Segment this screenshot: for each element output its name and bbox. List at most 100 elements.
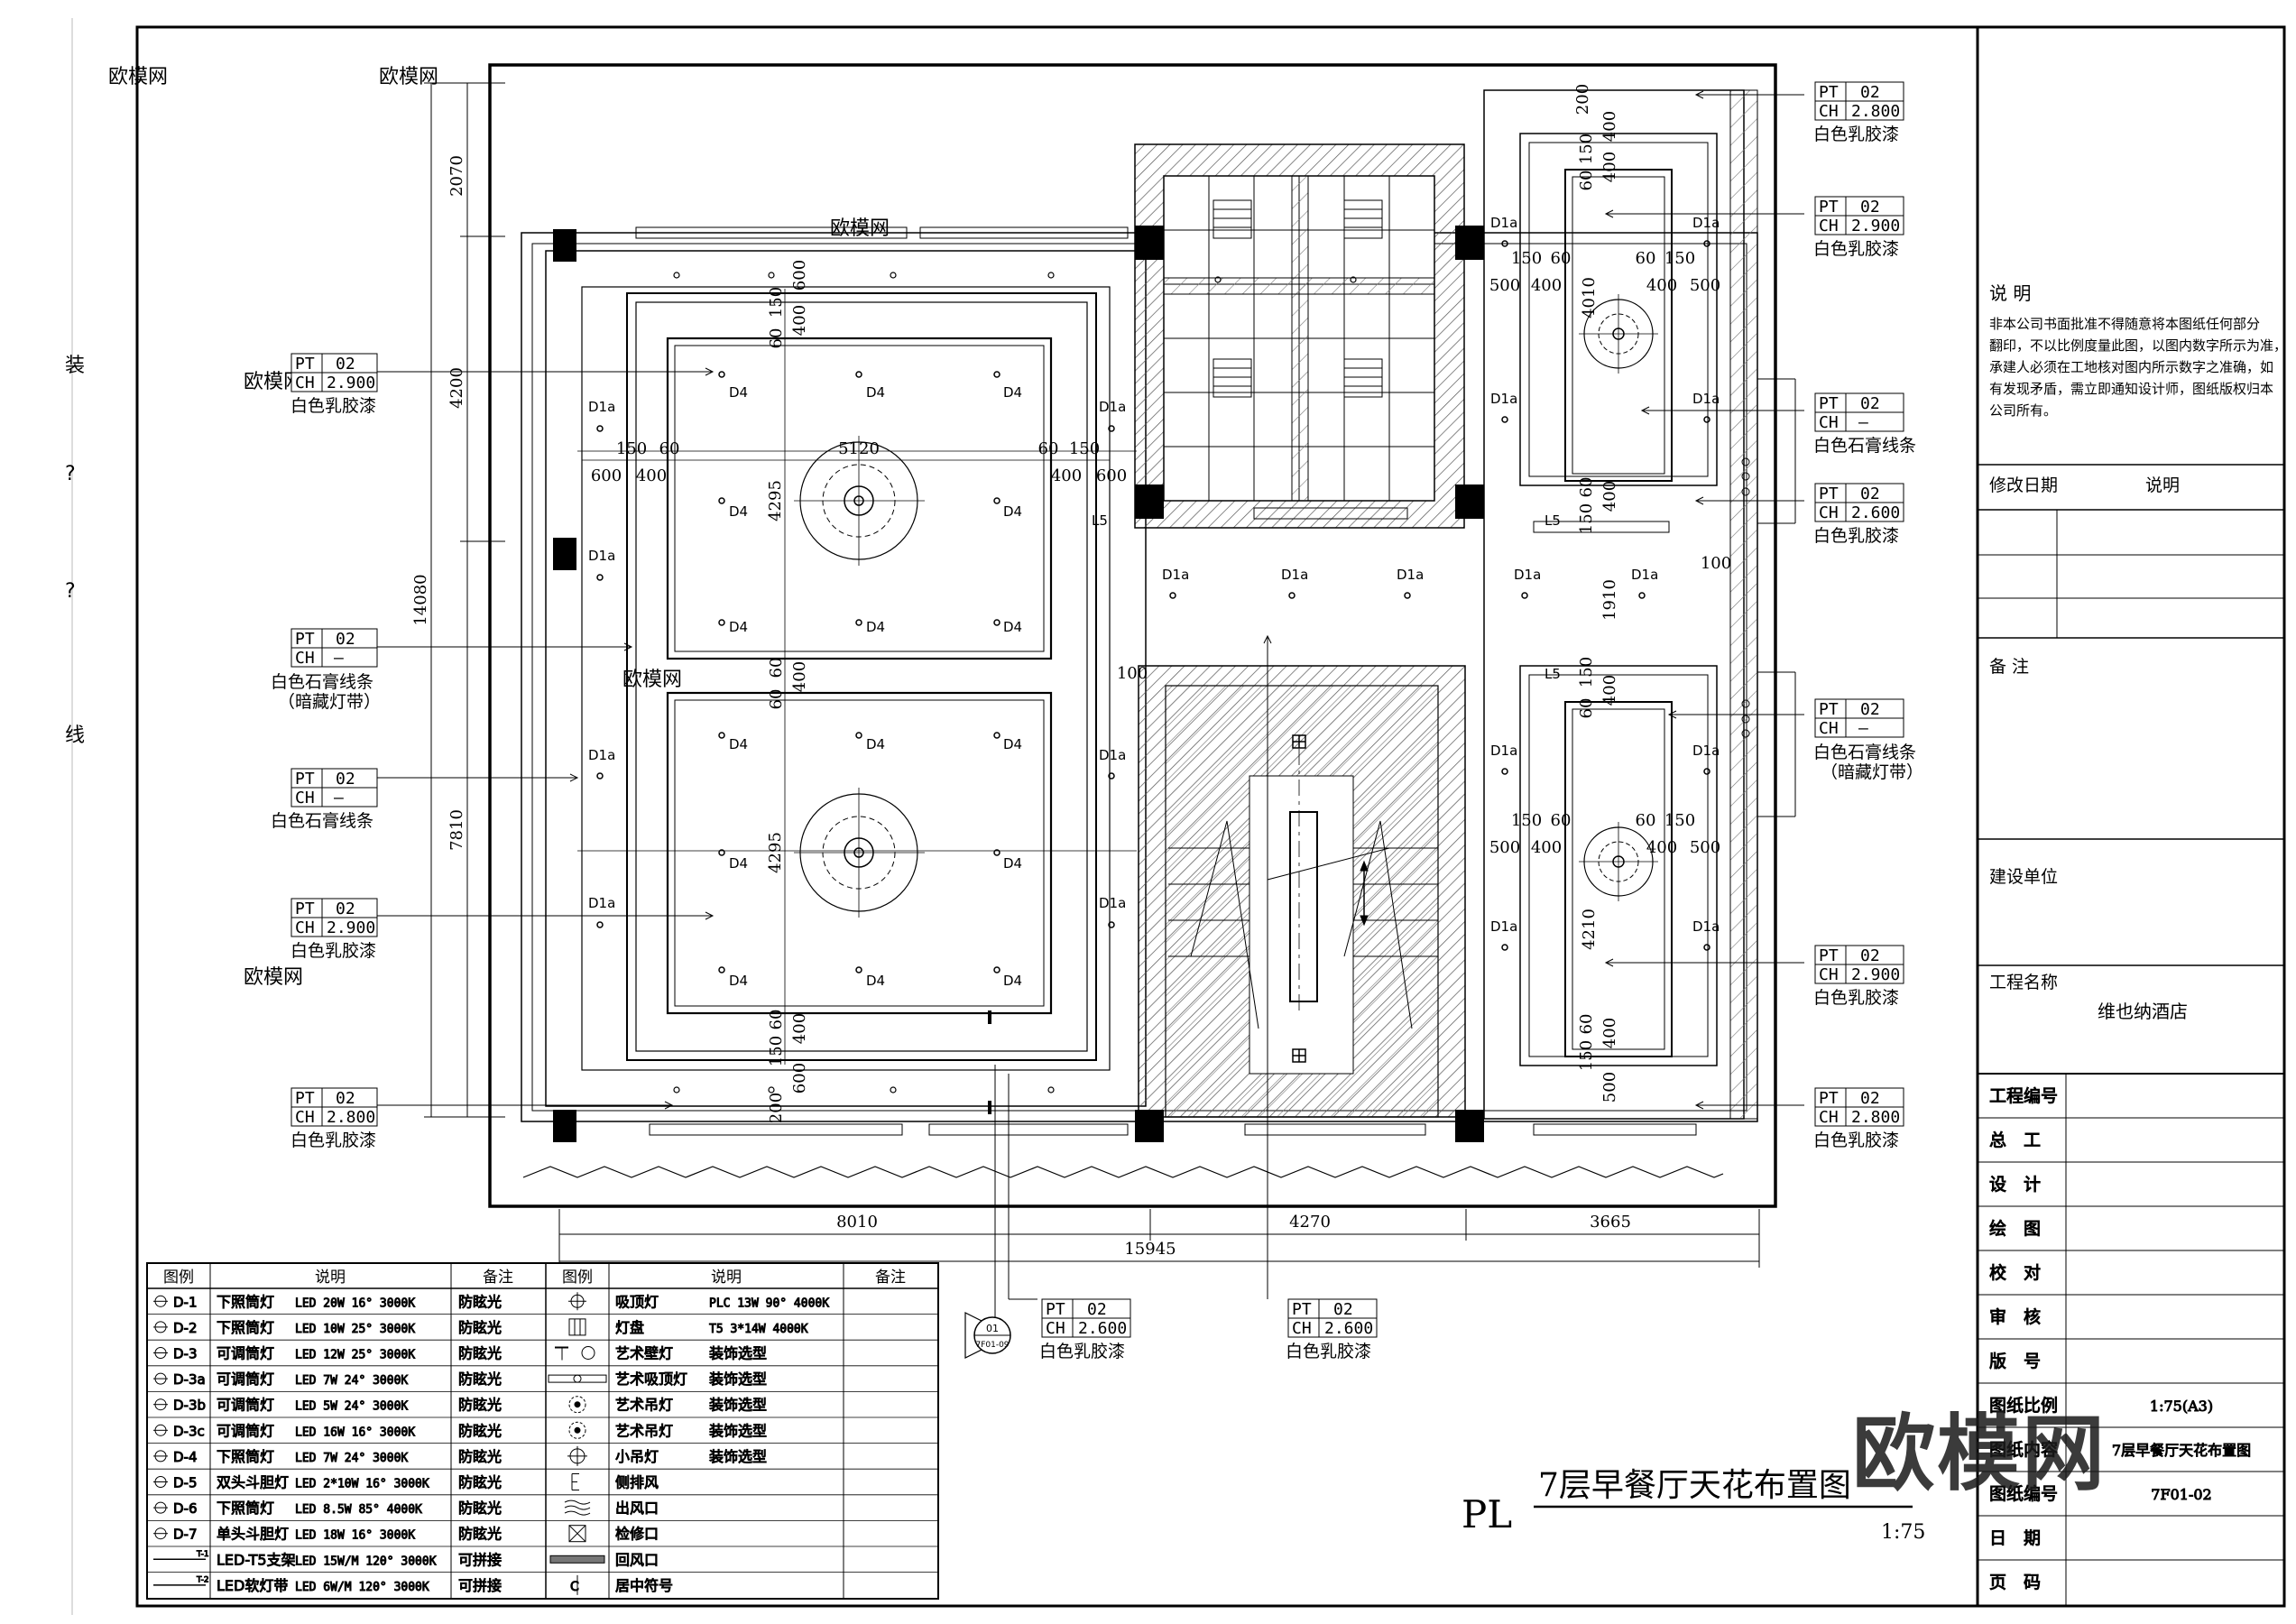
svg-text:60: 60 <box>1636 249 1656 268</box>
svg-text:D-3b: D-3b <box>173 1398 206 1414</box>
svg-text:CH: CH <box>295 789 315 807</box>
title-block-row: 日 期 <box>1989 1528 2042 1549</box>
svg-text:CH: CH <box>1819 102 1839 121</box>
svg-text:PT: PT <box>1819 700 1839 719</box>
svg-text:7F01-09: 7F01-09 <box>975 1341 1009 1350</box>
svg-text:页 码: 页 码 <box>1989 1573 2041 1592</box>
svg-text:D1a: D1a <box>1490 215 1517 231</box>
svg-text:PT: PT <box>1292 1300 1312 1319</box>
svg-text:欧模网: 欧模网 <box>244 966 303 989</box>
svg-text:说明: 说明 <box>2145 475 2180 495</box>
margin-mark: 线 <box>65 724 85 747</box>
margin-mark: ? <box>65 463 76 485</box>
svg-text:PT: PT <box>295 1089 315 1108</box>
svg-text:欧模网: 欧模网 <box>379 66 438 88</box>
svg-text:（暗藏灯带）: （暗藏灯带） <box>1821 762 1923 782</box>
svg-text:可调筒灯: 可调筒灯 <box>217 1345 274 1362</box>
d1a-fixture: D1a <box>1099 399 1126 432</box>
svg-text:100: 100 <box>1117 664 1148 683</box>
d1a-fixture: D1a <box>1692 215 1720 247</box>
room-d <box>1138 665 1466 1118</box>
svg-text:说明: 说明 <box>711 1269 742 1287</box>
svg-text:绘 图: 绘 图 <box>1989 1219 2041 1239</box>
svg-text:—: — <box>1858 719 1868 738</box>
svg-text:PT: PT <box>1819 1089 1839 1108</box>
d1a-fixture: D1a <box>588 747 615 780</box>
svg-text:02: 02 <box>1860 484 1880 503</box>
svg-text:400: 400 <box>1600 481 1619 512</box>
svg-text:02: 02 <box>336 630 355 649</box>
legend-row: 出风口 <box>564 1499 659 1518</box>
d1a-fixture: D1a <box>1397 567 1424 599</box>
svg-text:图纸比例: 图纸比例 <box>1989 1396 2058 1416</box>
svg-text:02: 02 <box>1860 198 1880 217</box>
svg-text:下照筒灯: 下照筒灯 <box>217 1499 274 1517</box>
svg-text:白色乳胶漆: 白色乳胶漆 <box>290 1130 376 1150</box>
title-block-row: 工程编号 <box>1989 1086 2059 1107</box>
legend-row: 侧排风 <box>571 1473 659 1491</box>
svg-text:60: 60 <box>1551 811 1572 830</box>
svg-text:欧模网: 欧模网 <box>830 217 890 240</box>
margin-mark: 装 <box>65 355 85 377</box>
d1a-fixture: D1a <box>1490 918 1517 951</box>
notes-heading: 说 明 <box>1989 282 2031 304</box>
svg-text:防眩光: 防眩光 <box>458 1293 502 1310</box>
svg-text:100: 100 <box>1701 554 1731 573</box>
svg-text:D1a: D1a <box>1692 918 1720 935</box>
d1a-fixture: D1a <box>588 895 615 928</box>
svg-text:白色乳胶漆: 白色乳胶漆 <box>1286 1342 1371 1361</box>
svg-text:装饰选型: 装饰选型 <box>709 1345 767 1362</box>
svg-text:D1a: D1a <box>588 399 615 415</box>
svg-text:单头斗胆灯: 单头斗胆灯 <box>217 1526 289 1543</box>
d1a-fixture: D1a <box>588 399 615 432</box>
dim-left: 14080 <box>411 574 430 625</box>
svg-text:CH: CH <box>1819 217 1839 235</box>
svg-text:艺术吊灯: 艺术吊灯 <box>615 1422 673 1439</box>
svg-text:防眩光: 防眩光 <box>458 1526 502 1543</box>
svg-text:LED 10W 25° 3000K: LED 10W 25° 3000K <box>295 1323 415 1336</box>
svg-text:01: 01 <box>986 1323 999 1334</box>
d1a-fixture: D1a <box>1490 391 1517 423</box>
svg-text:建设单位: 建设单位 <box>1989 867 2058 887</box>
svg-text:150: 150 <box>1577 503 1596 534</box>
drawing-title: PL 7层早餐厅天花布置图 1:75 <box>1462 1467 1925 1544</box>
d1a-fixture: D1a <box>1631 567 1658 599</box>
svg-text:D1a: D1a <box>1514 567 1541 583</box>
svg-text:白色乳胶漆: 白色乳胶漆 <box>1039 1342 1125 1361</box>
svg-text:装饰选型: 装饰选型 <box>709 1397 767 1414</box>
d4-fixture: D4 <box>855 619 885 635</box>
d4-fixture: D4 <box>993 966 1022 989</box>
svg-text:2.800: 2.800 <box>1851 102 1900 121</box>
legend-row: 艺术吊灯装饰选型 <box>568 1421 768 1440</box>
svg-text:02: 02 <box>1087 1300 1107 1319</box>
margin-mark: ? <box>65 580 76 603</box>
svg-text:D1a: D1a <box>1099 399 1126 415</box>
svg-text:D1a: D1a <box>1692 215 1720 231</box>
svg-text:400: 400 <box>790 661 809 692</box>
watermark-logo: 欧模网 <box>1851 1406 2107 1502</box>
legend-row: 检修口 <box>568 1525 659 1543</box>
callout-leaders <box>377 90 1804 1300</box>
svg-text:400: 400 <box>1600 1018 1619 1048</box>
svg-text:150: 150 <box>767 287 786 318</box>
svg-text:PT: PT <box>295 630 315 649</box>
svg-text:PT: PT <box>1819 394 1839 413</box>
svg-text:600: 600 <box>790 1063 809 1093</box>
svg-text:下照筒灯: 下照筒灯 <box>217 1319 274 1336</box>
d4-fixture: D4 <box>993 371 1022 401</box>
d1a-fixture: D1a <box>1099 747 1126 780</box>
svg-text:T5 3*14W 4000K: T5 3*14W 4000K <box>709 1323 808 1336</box>
svg-text:可调筒灯: 可调筒灯 <box>217 1370 274 1388</box>
legend-row: 回风口 <box>549 1551 659 1569</box>
svg-text:D1a: D1a <box>1490 918 1517 935</box>
svg-text:白色乳胶漆: 白色乳胶漆 <box>1813 526 1899 546</box>
